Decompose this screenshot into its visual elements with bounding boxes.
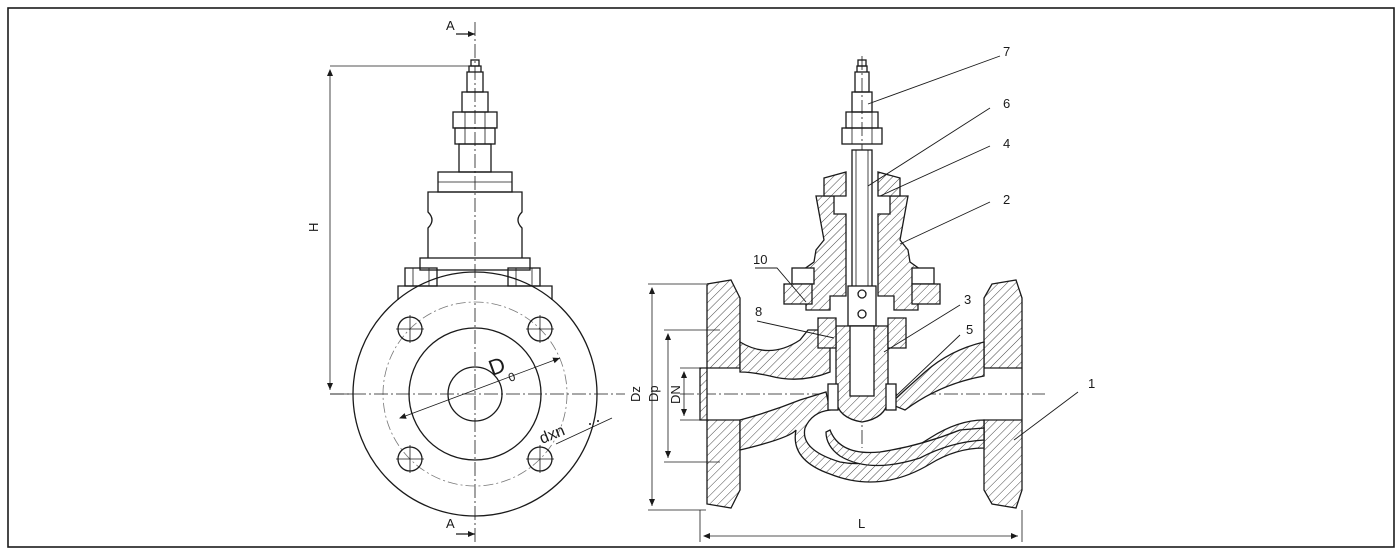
front-view: A A: [330, 18, 625, 544]
callout-6: 6: [1003, 96, 1010, 111]
dimension-d0-label: D: [485, 352, 508, 381]
callout-3: 3: [964, 292, 971, 307]
dimension-h: H: [306, 65, 470, 395]
callout-4: 4: [1003, 136, 1010, 151]
callout-1: 1: [1088, 376, 1095, 391]
dimension-l: L: [699, 510, 1023, 542]
dimension-dp-label: Dp: [646, 385, 661, 402]
dimension-dz-label: Dz: [628, 386, 643, 402]
section-view: [680, 56, 1045, 509]
drawing-frame: [7, 7, 1395, 548]
dimension-h-label: H: [306, 223, 321, 232]
callout-10: 10: [753, 252, 767, 267]
callout-5: 5: [966, 322, 973, 337]
dimension-diameters: Dz Dp DN: [628, 283, 720, 511]
section-mark-top: A: [446, 18, 455, 33]
dimension-dxn: dxn: [537, 417, 613, 448]
callout-2: 2: [1003, 192, 1010, 207]
part-callouts: 7 6 4 2 10 8 3 5 1: [753, 44, 1095, 441]
dimension-d0: D 0: [399, 352, 561, 419]
callout-7: 7: [1003, 44, 1010, 59]
dimension-l-label: L: [858, 516, 865, 531]
section-mark-bottom: A: [446, 516, 455, 531]
bolt-holes: [396, 315, 554, 473]
callout-8: 8: [755, 304, 762, 319]
dimension-d0-subscript: 0: [506, 369, 517, 385]
dimension-dn-label: DN: [668, 385, 683, 404]
dimension-dxn-label: dxn: [537, 422, 567, 447]
